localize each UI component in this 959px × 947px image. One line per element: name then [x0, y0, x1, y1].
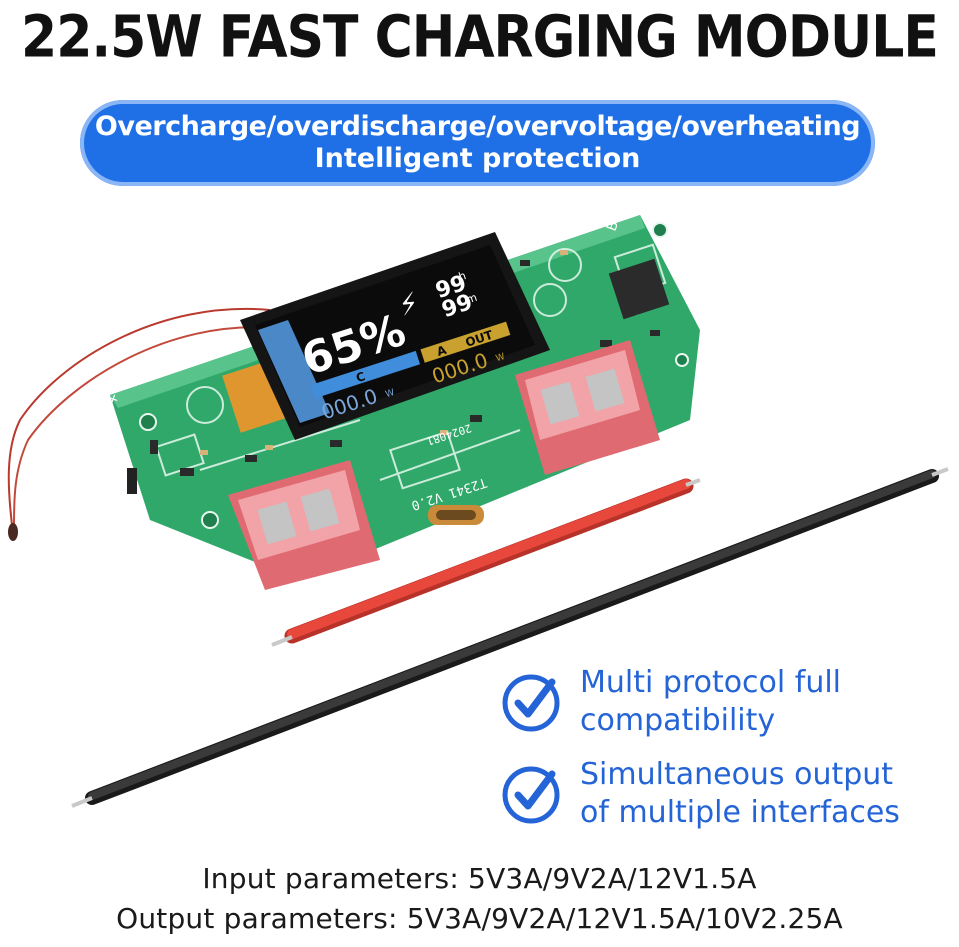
charging-module-photo: B+ B- T2341 V2.0 2024081 65% ⚡ 99 h 99 m: [7, 214, 949, 808]
red-wire: [271, 478, 701, 647]
usb-c-port: [428, 505, 484, 525]
c-port-bar: [311, 350, 421, 399]
pad-b-plus-label: B+: [101, 391, 123, 417]
thermistor-wire: [7, 307, 273, 541]
pad-b-minus-label: B-: [604, 214, 624, 233]
banner-line-2: Intelligent protection: [314, 143, 641, 174]
feature-line-2: of multiple interfaces: [580, 795, 900, 830]
output-parameters: Output parameters: 5V3A/9V2A/12V1.5A/10V…: [116, 902, 843, 935]
feature-line-1: Multi protocol full: [580, 665, 842, 700]
banner-line-1: Overcharge/overdischarge/overvoltage/ove…: [94, 111, 861, 142]
unit-m: m: [465, 291, 479, 307]
input-parameters: Input parameters: 5V3A/9V2A/12V1.5A: [202, 862, 757, 895]
c-port-label: C: [354, 369, 367, 385]
a-port-bar: [420, 321, 511, 363]
lcd-display: 65% ⚡ 99 h 99 m C A OUT 000.0 W 000.0 W: [222, 232, 550, 440]
unit-h: h: [457, 269, 468, 284]
check-circle-icon: [502, 766, 560, 824]
feature-line-1: Simultaneous output: [580, 757, 894, 792]
usb-a-port-right: [515, 340, 660, 475]
page-title: 22.5W FAST CHARGING MODULE: [21, 4, 939, 72]
feature-text: Simultaneous output of multiple interfac…: [580, 756, 900, 832]
a-reading-unit: W: [495, 352, 507, 364]
usb-a-port-left: [228, 460, 380, 590]
c-reading-unit: W: [384, 388, 396, 400]
feature-line-2: compatibility: [580, 703, 776, 738]
check-circle-icon: [502, 674, 560, 732]
black-wire: [71, 467, 949, 808]
feature-text: Multi protocol full compatibility: [580, 664, 841, 740]
protection-banner: Overcharge/overdischarge/overvoltage/ove…: [80, 100, 875, 186]
